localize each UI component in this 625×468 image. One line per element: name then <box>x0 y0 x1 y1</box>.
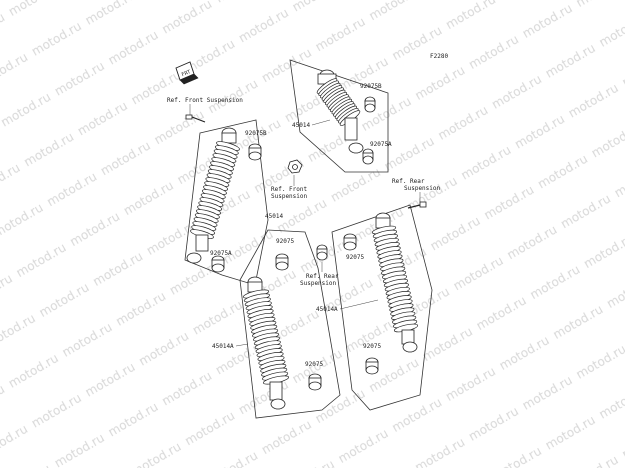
label-ref-rear-suspension-mid-1: Ref. Rear <box>306 273 339 280</box>
label-92075B-top: 92075B <box>360 83 382 90</box>
label-ref-front-suspension-mid-2: Suspension <box>271 193 308 200</box>
label-92075A-top: 92075A <box>370 141 392 148</box>
label-45014-top: 45014 <box>292 122 310 129</box>
bushing-middle-92075-top <box>275 253 289 271</box>
label-45014A-right: 45014A <box>316 306 338 313</box>
shock-middle-45014A <box>242 276 290 410</box>
nut-left <box>287 159 303 174</box>
bushing-middle-92075-bottom <box>308 373 322 391</box>
label-45014A-left: 45014A <box>212 343 234 350</box>
panel-middle-rear-shock <box>239 229 341 419</box>
label-ref-rear-suspension-top-2: Suspension <box>404 185 441 192</box>
panel-right-rear-shock <box>331 204 433 411</box>
bushing-top-92075B <box>364 96 376 113</box>
label-ref-rear-suspension-mid-2: Suspension <box>300 280 337 287</box>
label-45014-left: 45014 <box>265 213 283 220</box>
bushing-right-92075-bottom <box>365 357 379 375</box>
label-92075-middle-top: 92075 <box>276 238 294 245</box>
bushing-left-92075A <box>211 255 225 273</box>
shock-top-45014 <box>316 69 364 154</box>
label-92075B-left: 92075B <box>245 130 267 137</box>
shock-left-45014 <box>186 127 240 264</box>
front-direction-icon: FRT <box>175 61 199 85</box>
bolt-left-top <box>185 114 206 123</box>
bushing-center <box>316 244 328 261</box>
shock-right-45014A <box>371 212 419 353</box>
label-92075-right-top: 92075 <box>346 254 364 261</box>
figure-id: F2280 <box>430 53 448 60</box>
label-ref-rear-suspension-top-1: Ref. Rear <box>392 178 425 185</box>
label-ref-front-suspension-top: Ref. Front Suspension <box>167 97 243 104</box>
bushing-top-92075A <box>362 148 374 165</box>
label-92075-right-bottom: 92075 <box>363 343 381 350</box>
bolt-right-top <box>407 201 427 209</box>
bushing-right-92075-top <box>343 233 357 251</box>
label-92075-middle-bottom: 92075 <box>305 361 323 368</box>
label-ref-front-suspension-mid-1: Ref. Front <box>271 186 308 193</box>
label-92075A-left: 92075A <box>210 250 232 257</box>
svg-text:FRT: FRT <box>181 69 193 78</box>
bushing-left-92075B <box>248 143 262 161</box>
panel-top-front-shock <box>289 59 389 173</box>
